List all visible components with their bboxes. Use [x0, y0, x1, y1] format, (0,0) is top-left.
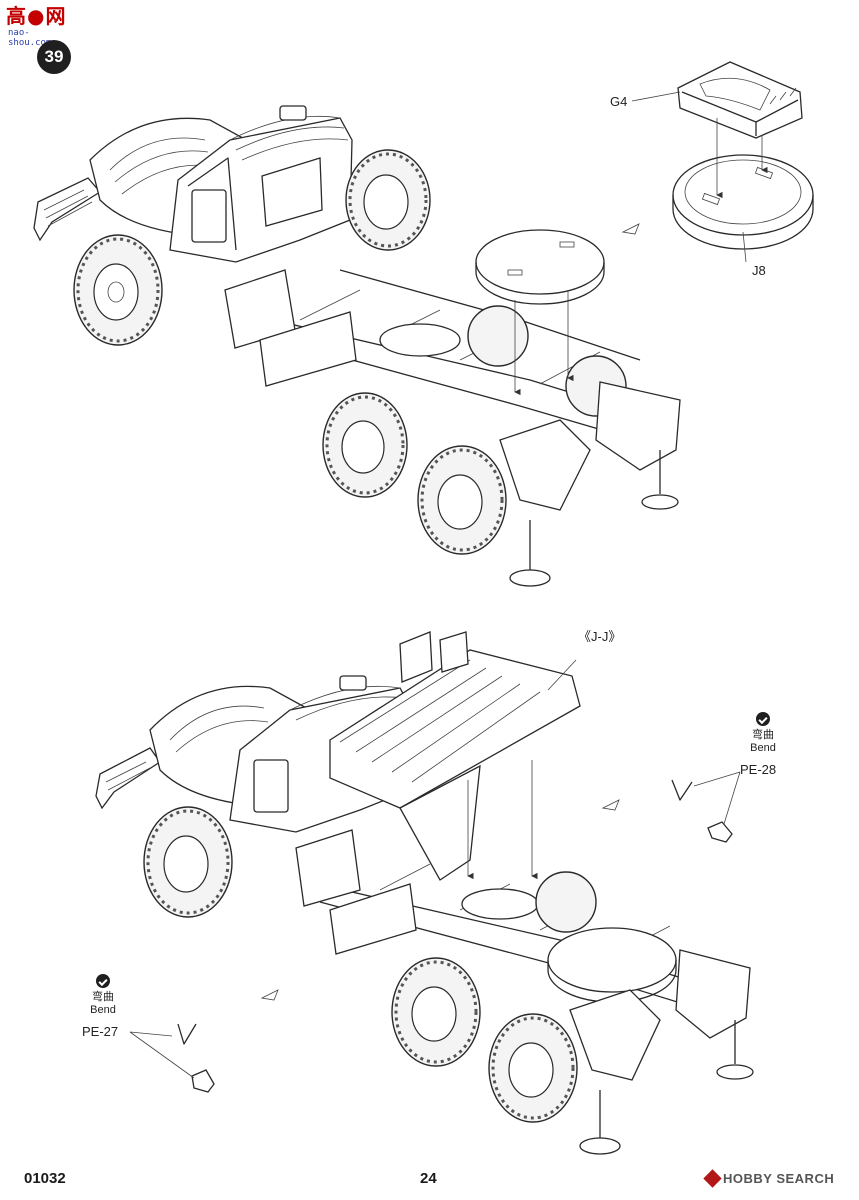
label-pe28: PE-28 [740, 762, 777, 777]
bend-en-label: Bend [90, 1004, 116, 1016]
bend-icon [96, 974, 110, 988]
bend-icon [756, 712, 770, 726]
kit-code: 01032 [24, 1170, 66, 1187]
bend-note-pe28: 弯曲 Bend [738, 712, 788, 755]
detail-g4-j8 [631, 61, 814, 263]
truck-illustration-top [33, 105, 681, 587]
hobby-search-logo: HOBBY SEARCH [703, 1169, 835, 1188]
label-j8: J8 [752, 263, 766, 278]
watermark-sub: nao-shou.com [8, 28, 52, 48]
bend-en-label: Bend [750, 742, 776, 754]
bend-cn-label: 弯曲 [752, 729, 774, 741]
watermark-logo: 高●网 nao-shou.com [6, 4, 67, 48]
pe27-part [129, 1023, 215, 1093]
label-pe27: PE-27 [82, 1024, 119, 1039]
bend-cn-label: 弯曲 [92, 991, 114, 1003]
label-jj: 《J-J》 [578, 629, 622, 644]
step-number-badge: 39 [37, 40, 71, 74]
watermark-main: 高●网 [6, 4, 67, 28]
truck-illustration-bottom [95, 631, 754, 1155]
hobby-search-icon [703, 1169, 722, 1188]
brand-text: HOBBY SEARCH [723, 1171, 835, 1186]
label-g4: G4 [610, 94, 628, 109]
bend-note-pe27: 弯曲 Bend [78, 974, 128, 1017]
page-number: 24 [420, 1170, 437, 1187]
pe28-part [671, 771, 741, 843]
